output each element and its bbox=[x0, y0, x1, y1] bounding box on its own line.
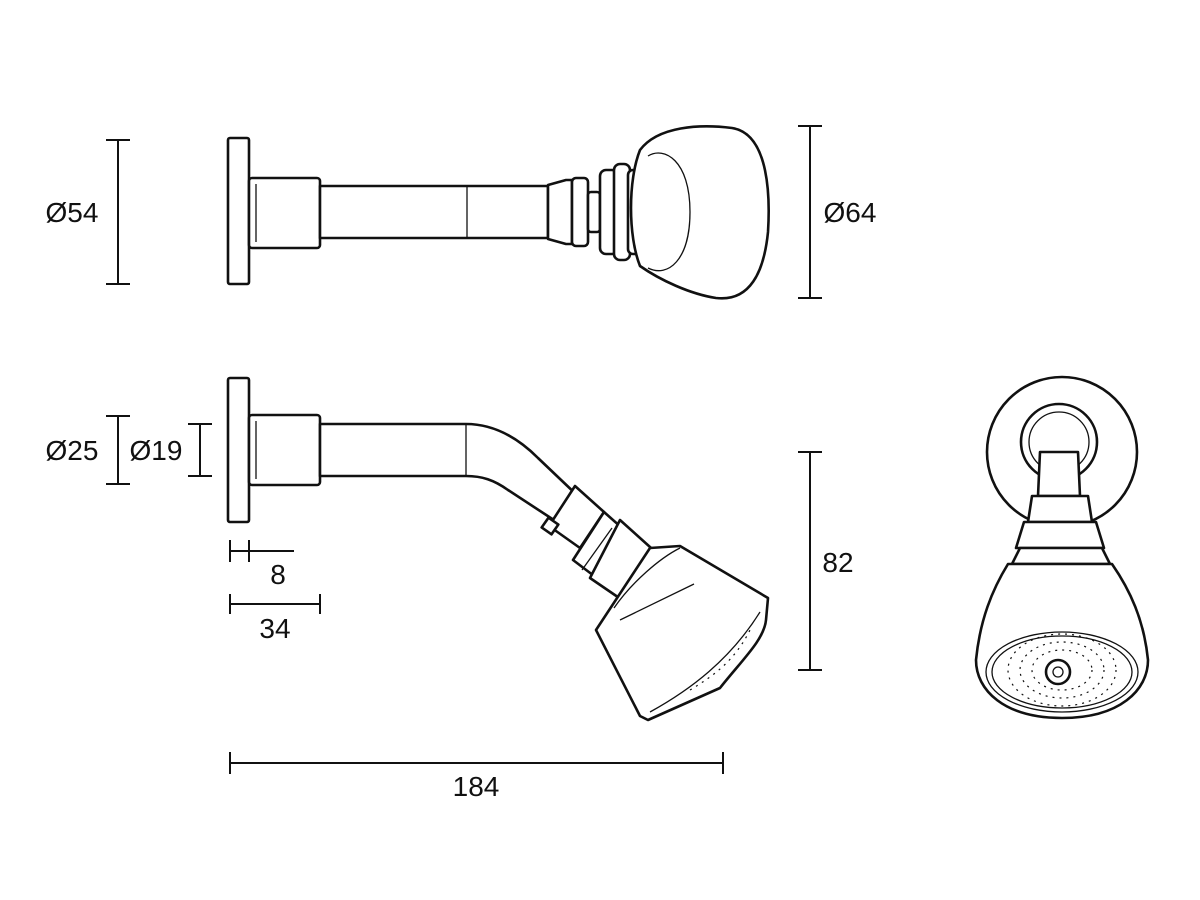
front-shower-head bbox=[974, 562, 1150, 720]
top-wall-flange bbox=[226, 136, 251, 286]
dim-top-pipe-diameter: Ø54 bbox=[46, 139, 130, 285]
top-arm-pipe bbox=[318, 184, 550, 240]
top-flange-collar bbox=[247, 176, 322, 250]
side-arm-pipe bbox=[318, 422, 582, 526]
dim-label-drop-height: 82 bbox=[822, 547, 853, 578]
top-view bbox=[226, 125, 770, 300]
front-spray-holes bbox=[1007, 633, 1117, 707]
dim-label-flange-outer: Ø25 bbox=[46, 435, 99, 466]
front-arm-pipe bbox=[1036, 450, 1082, 498]
side-view bbox=[226, 376, 770, 722]
dim-label-flange-depth: 34 bbox=[259, 613, 290, 644]
top-nut bbox=[546, 178, 574, 246]
dim-label-overall-length: 184 bbox=[453, 771, 500, 802]
dim-top-head-diameter: Ø64 bbox=[798, 125, 877, 299]
side-swivel-joint bbox=[540, 484, 662, 606]
dim-flange-depth: 34 bbox=[229, 594, 321, 644]
side-flange-collar bbox=[247, 413, 322, 487]
dim-flange-thickness: 8 bbox=[229, 540, 294, 590]
dim-label-top-pipe: Ø54 bbox=[46, 197, 99, 228]
dim-label-pipe-inner: Ø19 bbox=[130, 435, 183, 466]
dim-label-flange-thickness: 8 bbox=[270, 559, 286, 590]
side-shower-head bbox=[594, 544, 770, 722]
dim-label-top-head: Ø64 bbox=[824, 197, 877, 228]
front-view bbox=[974, 375, 1150, 720]
front-center-nozzle bbox=[1044, 658, 1072, 686]
dim-overall-length: 184 bbox=[229, 752, 724, 802]
dim-pipe-inner-diameter: Ø19 bbox=[130, 423, 212, 477]
top-shower-head bbox=[629, 125, 770, 300]
dim-flange-outer-diameter: Ø25 bbox=[46, 415, 130, 485]
dim-drop-height: 82 bbox=[798, 451, 854, 671]
side-wall-flange bbox=[226, 376, 251, 524]
